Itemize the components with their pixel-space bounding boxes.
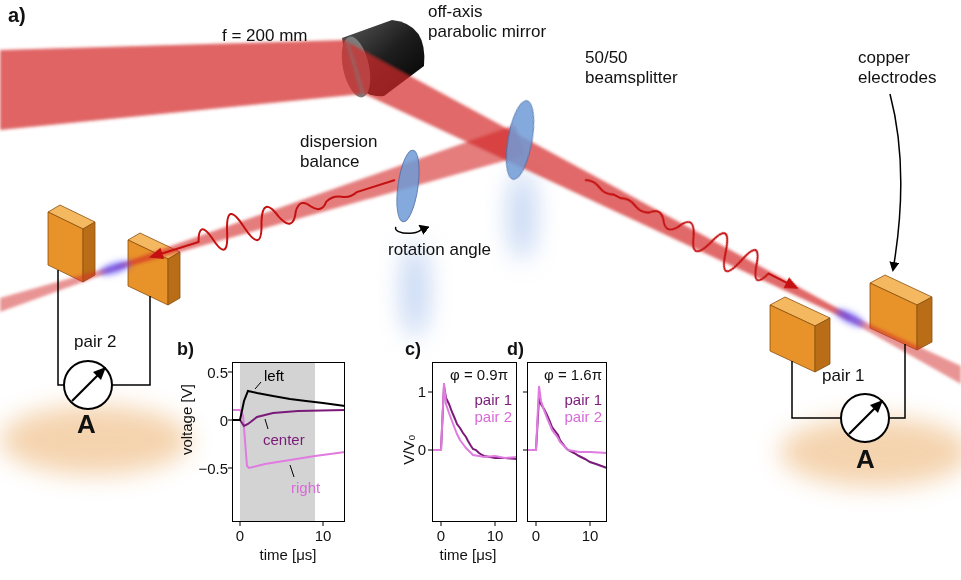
tick-label: 10 xyxy=(582,527,599,544)
phase-label: φ = 0.9π xyxy=(450,366,508,383)
plot-d-curves xyxy=(523,386,607,526)
curve-label: center xyxy=(263,431,305,448)
pair-name: pair 2 xyxy=(74,332,117,352)
tick-label: 0 xyxy=(532,527,540,544)
tick-label: 10 xyxy=(315,527,332,544)
panel-letter: c) xyxy=(405,339,421,360)
plot-b-curves xyxy=(228,362,345,526)
axis-title: voltage [V] xyxy=(177,385,194,456)
curve-label: right xyxy=(291,479,320,496)
ammeter-symbol xyxy=(841,394,889,442)
leader-arrow xyxy=(890,94,901,270)
panel-letter: a) xyxy=(8,4,26,27)
axis-title: time [μs] xyxy=(440,546,497,563)
ammeter-label: A xyxy=(77,410,96,440)
glow-shadows xyxy=(0,170,961,487)
tick-label: 0.5 xyxy=(207,364,228,381)
optical-plates xyxy=(393,99,539,234)
tick-label: −0.5 xyxy=(198,460,228,477)
legend-label: pair 2 xyxy=(564,408,602,425)
axis-title: time [μs] xyxy=(260,546,317,563)
curve-label: left xyxy=(264,367,284,384)
plot-c-curves xyxy=(428,383,517,526)
legend-label: pair 1 xyxy=(564,391,602,408)
plot-panel: c)φ = 0.9πpair 1pair 2 xyxy=(432,362,517,522)
legend-label: pair 1 xyxy=(474,391,512,408)
part-name: rotation angle xyxy=(388,240,491,260)
axis-title: V/V₀ xyxy=(399,435,416,465)
plot-panel: d)φ = 1.6πpair 1pair 2 xyxy=(527,362,607,522)
part-name: copper electrodes xyxy=(858,48,946,87)
phase-label: φ = 1.6π xyxy=(544,366,602,383)
part-name: dispersion balance xyxy=(300,132,386,171)
pair-name: pair 1 xyxy=(822,366,865,386)
part-name: off-axis parabolic mirror xyxy=(428,2,552,41)
tick-label: 0 xyxy=(418,441,426,458)
focal-length: f = 200 mm xyxy=(222,26,308,46)
pulse-left xyxy=(144,164,400,273)
plot-panel: b)leftcenterright xyxy=(232,362,345,522)
tick-label: 10 xyxy=(487,527,504,544)
ammeter-label: A xyxy=(856,445,875,475)
tick-label: 1 xyxy=(418,383,426,400)
laser-beams xyxy=(0,40,961,384)
tick-label: 0 xyxy=(236,527,244,544)
panel-letter: b) xyxy=(177,339,194,360)
pulse-right xyxy=(577,166,806,304)
panel-letter: d) xyxy=(507,339,524,360)
part-name: 50/50 beamsplitter xyxy=(585,48,685,87)
legend-label: pair 2 xyxy=(474,408,512,425)
tick-label: 0 xyxy=(437,527,445,544)
focus-plasma xyxy=(98,259,866,330)
ammeter-symbol xyxy=(64,361,112,409)
tick-label: 0 xyxy=(220,412,228,429)
